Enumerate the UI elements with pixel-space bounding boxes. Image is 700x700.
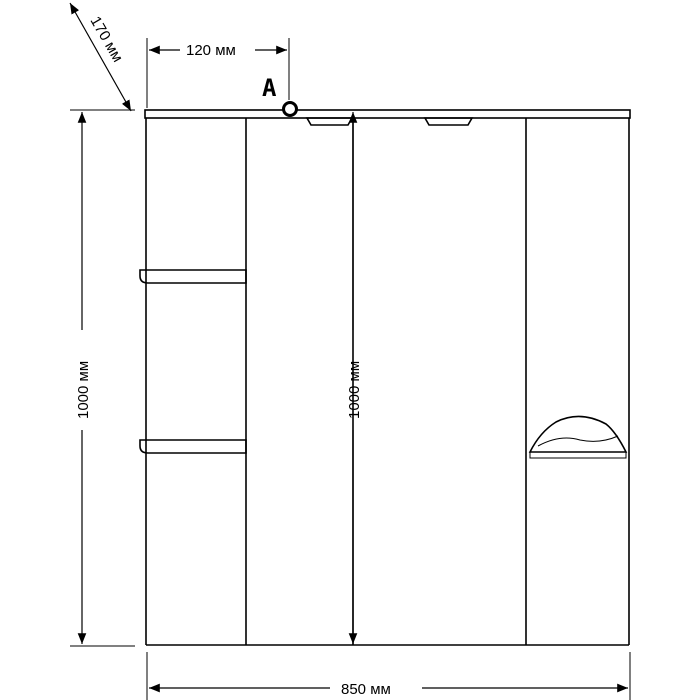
wave-decoration-inner — [537, 435, 619, 447]
right-shelf-edge — [529, 452, 627, 459]
upper-shelf — [139, 269, 247, 284]
center-mirror-doors — [305, 117, 527, 645]
left-shelf-section — [139, 118, 247, 645]
point-a-label: A — [262, 74, 277, 102]
right-cabinet-section — [528, 415, 628, 459]
height-left-dimension: 1000 мм — [70, 109, 135, 647]
lower-shelf — [139, 439, 247, 454]
height-left-label: 1000 мм — [75, 361, 92, 419]
cabinet-body — [144, 109, 631, 646]
width-dimension: 850 мм — [146, 652, 631, 700]
point-a-marker — [282, 101, 298, 117]
width-dimension-label: 850 мм — [341, 681, 391, 698]
offset-dimension: 120 мм — [146, 38, 290, 108]
light-fixture-right — [423, 117, 474, 126]
wave-decoration — [528, 415, 628, 453]
cabinet-top-rail — [144, 109, 631, 119]
offset-dimension-label: 120 мм — [186, 42, 236, 59]
depth-dimension-label: 170 мм — [87, 14, 127, 66]
height-center-dimension: 1000 мм — [346, 112, 363, 644]
light-fixture-left — [305, 117, 354, 126]
depth-dimension: 170 мм — [69, 2, 132, 112]
height-center-label: 1000 мм — [346, 361, 363, 419]
